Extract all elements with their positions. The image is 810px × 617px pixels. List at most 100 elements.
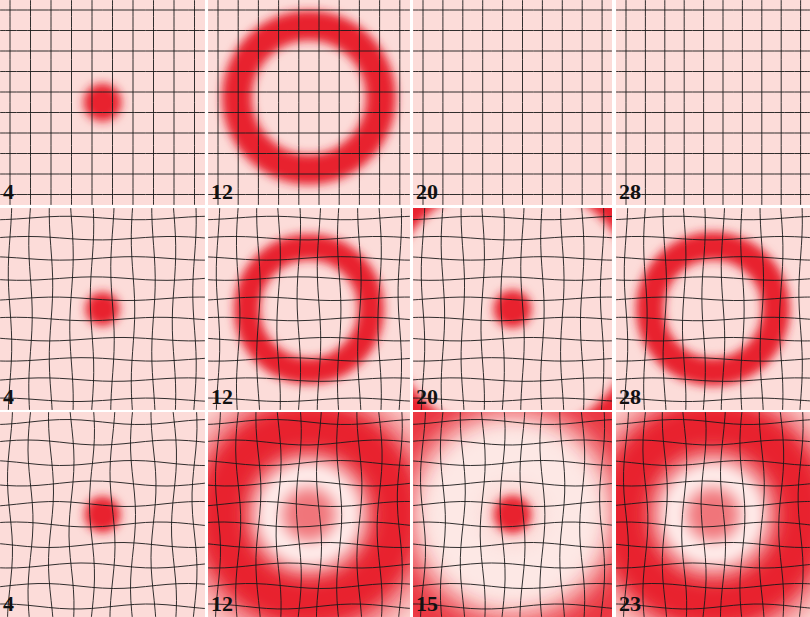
panel xyxy=(413,412,612,617)
grid-line xyxy=(256,412,261,617)
grid-line xyxy=(580,208,583,410)
grid-line xyxy=(616,194,810,195)
grid-line xyxy=(208,522,410,527)
grid-line xyxy=(0,216,205,220)
grid-line xyxy=(623,412,628,617)
frame-number: 23 xyxy=(619,592,641,616)
grid-line xyxy=(500,412,505,617)
grid-line xyxy=(236,208,239,410)
grid-line xyxy=(0,460,205,465)
grid-line xyxy=(111,208,115,410)
grid-line xyxy=(413,378,612,381)
grid-line xyxy=(193,208,196,410)
grid-line xyxy=(600,208,603,410)
grid-line xyxy=(616,398,810,402)
grid-line xyxy=(413,522,612,527)
grid-line xyxy=(616,112,810,113)
grid-line xyxy=(208,583,410,588)
grid-line xyxy=(616,51,810,52)
grid-line xyxy=(682,412,687,617)
grid-line xyxy=(702,208,705,410)
grid-line xyxy=(413,51,612,52)
frame-number: 12 xyxy=(211,180,233,204)
grid-line xyxy=(277,208,280,410)
panel xyxy=(208,412,410,617)
grid-line xyxy=(398,208,401,410)
grid-line xyxy=(460,412,465,617)
panel xyxy=(208,208,410,410)
grid-line xyxy=(616,501,810,506)
grid-line xyxy=(616,71,810,72)
grid-line xyxy=(208,277,410,280)
wave-ring xyxy=(413,208,612,410)
frame-number: 28 xyxy=(619,180,641,204)
frame-number: 20 xyxy=(416,180,438,204)
grid-line xyxy=(208,542,410,547)
grid-line xyxy=(616,358,810,361)
grid-line xyxy=(616,563,810,568)
frame-number: 4 xyxy=(3,180,14,204)
panel-ground xyxy=(413,412,612,617)
grid-line xyxy=(0,10,205,11)
grid-line xyxy=(208,153,410,154)
grid-line xyxy=(208,51,410,52)
grid-line xyxy=(580,412,585,617)
wave-ring xyxy=(650,246,776,372)
grid-line xyxy=(663,208,666,410)
grid-line xyxy=(208,563,410,568)
grid-line xyxy=(208,30,410,31)
grid-line xyxy=(0,337,205,340)
grid-line xyxy=(172,208,175,410)
grid-line xyxy=(720,412,725,617)
grid-line xyxy=(0,236,205,239)
grid-line xyxy=(643,412,648,617)
grid-line xyxy=(257,208,260,410)
grid-line xyxy=(413,112,612,113)
grid-line xyxy=(798,412,803,617)
grid-line xyxy=(413,257,612,261)
grid-line xyxy=(413,583,612,588)
grid-line xyxy=(413,542,612,547)
grid-line xyxy=(208,419,410,424)
grid-line xyxy=(413,337,612,340)
wave-pulse xyxy=(494,290,532,328)
grid-line xyxy=(29,208,32,410)
grid-line xyxy=(521,208,525,410)
grid-line xyxy=(421,208,425,410)
grid-line xyxy=(413,30,612,31)
grid-line xyxy=(413,10,612,11)
grid-line xyxy=(171,412,176,617)
grid-line xyxy=(208,358,410,361)
panel-ground xyxy=(616,208,810,410)
grid-line xyxy=(110,412,115,617)
grid-line xyxy=(0,583,205,588)
frame-number: 20 xyxy=(416,385,438,409)
panel xyxy=(616,208,810,410)
grid-line xyxy=(0,317,205,320)
grid-line xyxy=(89,412,94,617)
grid-line xyxy=(208,257,410,261)
grid-line xyxy=(0,194,205,195)
grid-line xyxy=(520,412,525,617)
grid-line xyxy=(616,216,810,219)
grid-line xyxy=(0,563,205,568)
grid-line xyxy=(316,412,321,617)
grid-line xyxy=(0,277,205,280)
grid-line xyxy=(208,236,410,239)
grid-line xyxy=(662,412,667,617)
grid-line xyxy=(779,412,784,617)
grid-line xyxy=(616,92,810,93)
grid-line xyxy=(413,194,612,195)
grid-line xyxy=(413,358,612,361)
grid-line xyxy=(296,412,301,617)
panel xyxy=(0,412,205,617)
grid-line xyxy=(799,208,802,410)
wave-ring xyxy=(208,412,410,617)
grid-line xyxy=(501,208,504,410)
grid-line xyxy=(0,440,205,445)
frame-number: 28 xyxy=(619,385,641,409)
grid-line xyxy=(413,317,612,320)
panel xyxy=(208,0,410,205)
grid-line xyxy=(413,440,612,445)
